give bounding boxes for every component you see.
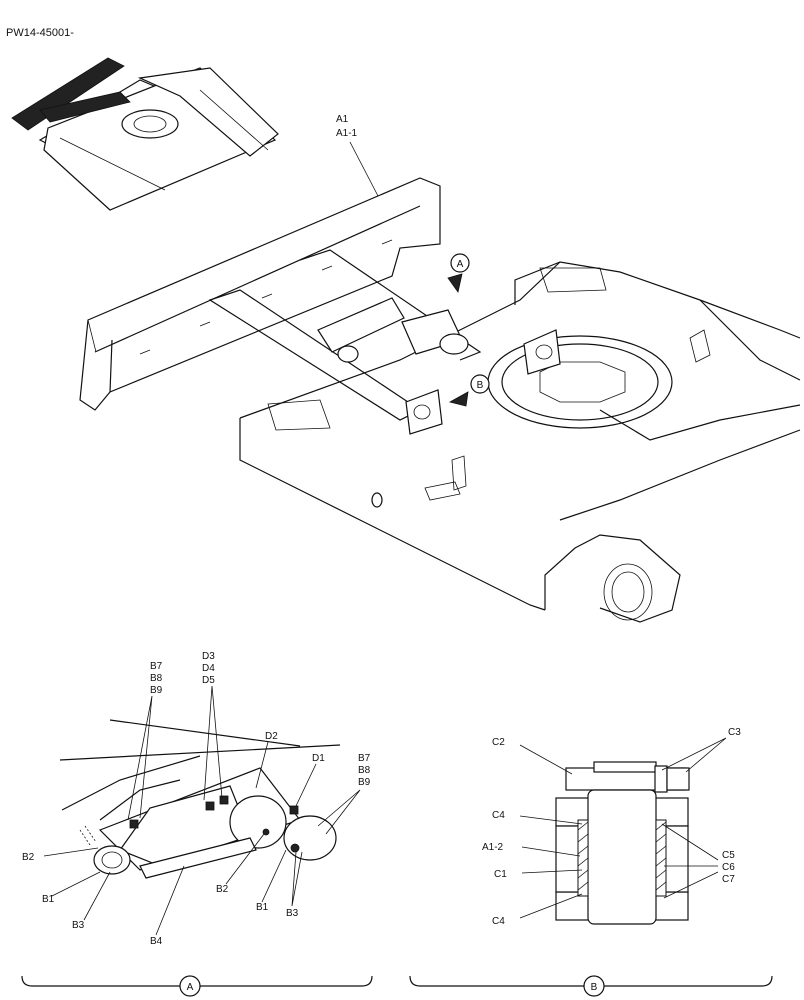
label-b1-mid: B1 (256, 902, 269, 913)
label-b4: B4 (150, 936, 163, 947)
callout-b-arrow (448, 391, 469, 407)
label-b2-mid: B2 (216, 884, 229, 895)
callout-a-arrow (447, 273, 463, 293)
label-b8-right: B8 (358, 765, 371, 776)
label-b9-right: B9 (358, 777, 371, 788)
label-c3: C3 (728, 727, 741, 738)
detail-b-bracket: B (409, 975, 773, 997)
label-b3-right: B3 (286, 908, 299, 919)
callout-b-circle (470, 374, 490, 394)
label-c2: C2 (492, 737, 505, 748)
callout-a-label: A (457, 259, 464, 270)
label-c6: C6 (722, 862, 735, 873)
label-a1-1: A1-1 (336, 128, 358, 139)
detail-a-title: A (187, 982, 194, 993)
detail-a-bracket: A (21, 975, 373, 997)
label-a1: A1 (336, 114, 349, 125)
detail-a-view: B7 B8 B9 D3 D4 D5 D2 D1 B7 B8 B9 B2 B1 B… (22, 651, 371, 947)
label-b1-left: B1 (42, 894, 55, 905)
label-d1: D1 (312, 753, 325, 764)
label-c5: C5 (722, 850, 735, 861)
label-d5: D5 (202, 675, 215, 686)
label-b7-right: B7 (358, 753, 371, 764)
label-b3-left: B3 (72, 920, 85, 931)
label-c7: C7 (722, 874, 735, 885)
label-c1: C1 (494, 869, 507, 880)
main-assembly-view: A1 A1-1 A B (79, 114, 801, 623)
label-a1-2: A1-2 (482, 842, 504, 853)
label-d2: D2 (265, 731, 278, 742)
label-d3: D3 (202, 651, 215, 662)
label-b9: B9 (150, 685, 163, 696)
detail-b-view: C2 C3 C4 A1-2 C1 C4 C5 C6 C7 (482, 727, 741, 927)
drawing-code: PW14-45001- (6, 27, 74, 39)
callout-a-circle (450, 253, 470, 273)
label-d4: D4 (202, 663, 215, 674)
label-b7: B7 (150, 661, 163, 672)
label-b8: B8 (150, 673, 163, 684)
label-b2-left: B2 (22, 852, 35, 863)
detail-b-title: B (591, 982, 598, 993)
label-c4-top: C4 (492, 810, 505, 821)
label-c4-bottom: C4 (492, 916, 505, 927)
callout-b-label: B (477, 380, 484, 391)
overview-thumbnail (11, 57, 279, 211)
